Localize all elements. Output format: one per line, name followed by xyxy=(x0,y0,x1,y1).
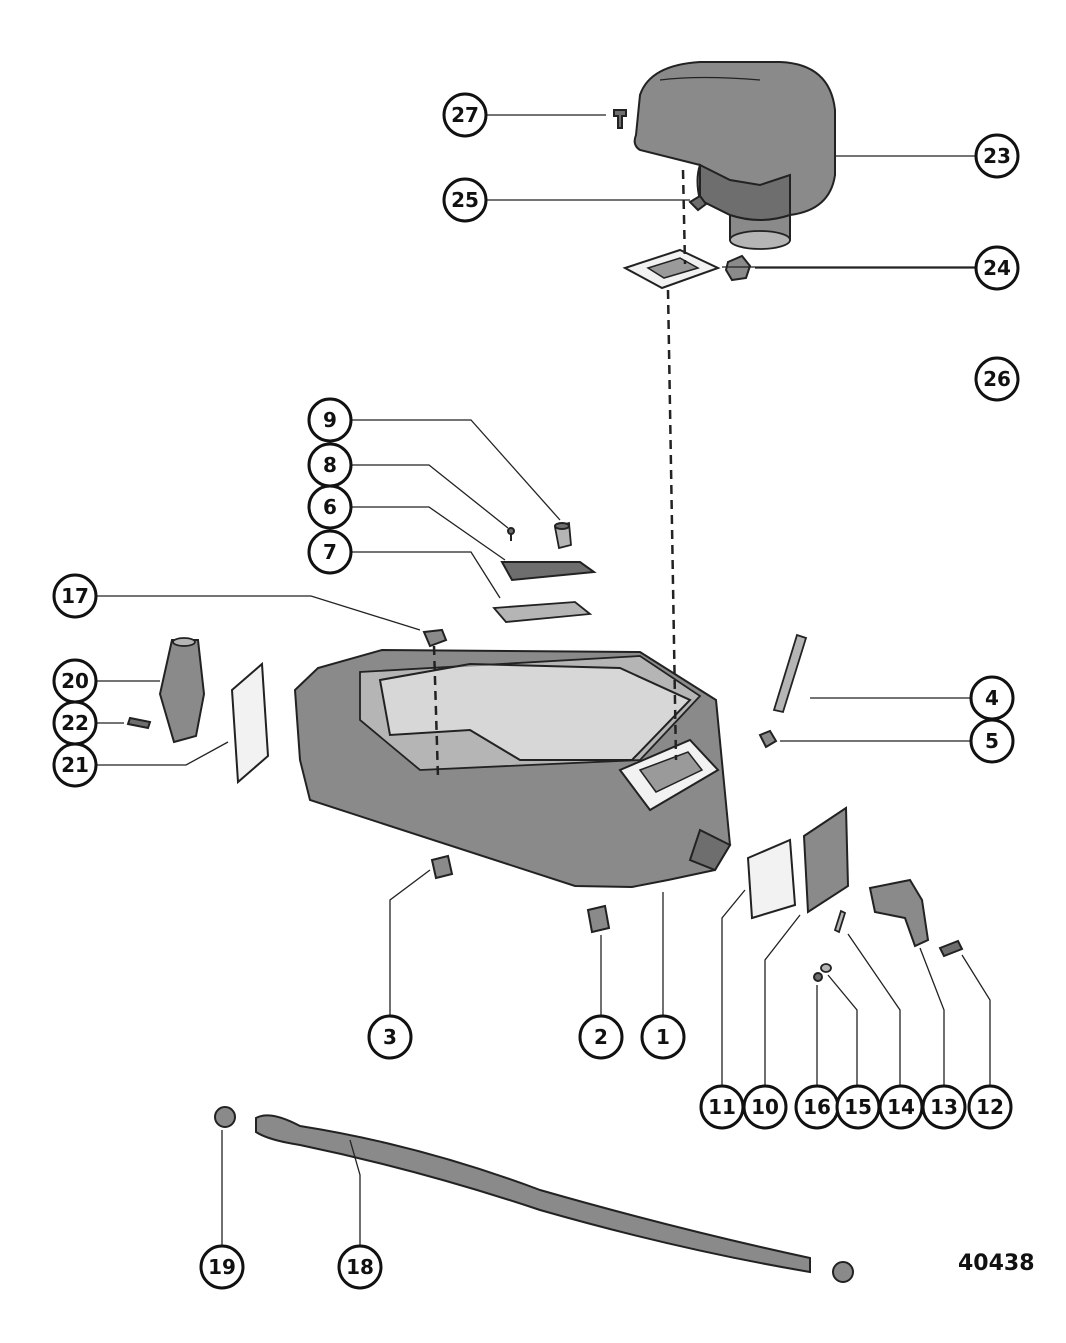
svg-text:24: 24 xyxy=(983,256,1011,280)
hose-clamp-18-end-part xyxy=(832,1261,854,1283)
plug-24-part xyxy=(724,254,752,282)
svg-text:8: 8 xyxy=(323,453,337,477)
svg-text:13: 13 xyxy=(930,1095,958,1119)
figure-number: 40438 xyxy=(958,1251,1035,1276)
callout-11: 11 xyxy=(699,1084,745,1130)
callout-25: 25 xyxy=(442,177,488,223)
callout-1: 1 xyxy=(640,1014,686,1060)
svg-text:3: 3 xyxy=(383,1025,397,1049)
callout-14: 14 xyxy=(878,1084,924,1130)
callout-5: 5 xyxy=(969,718,1015,764)
fitting-17-part xyxy=(422,628,448,648)
elbow-gasket-part xyxy=(622,248,721,290)
callout-22: 22 xyxy=(52,700,98,746)
svg-text:19: 19 xyxy=(208,1255,236,1279)
callout-24: 24 xyxy=(974,245,1020,291)
svg-text:23: 23 xyxy=(983,144,1011,168)
flanged-fitting-20-part xyxy=(158,637,206,744)
callout-3: 3 xyxy=(367,1014,413,1060)
assembly-line-elbow xyxy=(681,169,687,265)
svg-text:15: 15 xyxy=(844,1095,872,1119)
screw-8-part xyxy=(507,527,515,541)
exhaust-elbow-part xyxy=(633,61,836,250)
callout-8: 8 xyxy=(307,442,353,488)
leader-lines xyxy=(96,114,991,1245)
plug-3-part xyxy=(430,854,454,880)
cover-plate-6-part xyxy=(500,561,597,582)
callout-20: 20 xyxy=(52,658,98,704)
screw-27-part xyxy=(613,109,627,129)
svg-text:11: 11 xyxy=(708,1095,736,1119)
callout-16: 16 xyxy=(794,1084,840,1130)
svg-text:14: 14 xyxy=(887,1095,915,1119)
fitting-9-part xyxy=(553,521,572,550)
nut-5-part xyxy=(758,729,778,749)
nut-16-part xyxy=(813,972,823,982)
callout-17: 17 xyxy=(52,573,98,619)
callout-26: 26 xyxy=(974,356,1020,402)
gasket-21-part xyxy=(230,661,270,785)
callout-12: 12 xyxy=(967,1084,1013,1130)
svg-text:27: 27 xyxy=(451,103,479,127)
svg-text:20: 20 xyxy=(61,669,89,693)
callout-10: 10 xyxy=(742,1084,788,1130)
svg-text:12: 12 xyxy=(976,1095,1004,1119)
cover-gasket-7-part xyxy=(492,601,593,623)
svg-text:4: 4 xyxy=(985,686,999,710)
svg-text:25: 25 xyxy=(451,188,479,212)
bolt-12-part xyxy=(938,939,964,958)
assembly-line-fitting-17 xyxy=(432,645,440,779)
hose-clamp-19-part xyxy=(214,1106,236,1128)
svg-text:22: 22 xyxy=(61,711,89,735)
stud-4-part xyxy=(772,633,808,714)
svg-text:1: 1 xyxy=(656,1025,670,1049)
gasket-11-part xyxy=(746,838,797,920)
callout-4: 4 xyxy=(969,675,1015,721)
callout-13: 13 xyxy=(921,1084,967,1130)
svg-text:21: 21 xyxy=(61,753,89,777)
svg-text:5: 5 xyxy=(985,729,999,753)
svg-text:9: 9 xyxy=(323,408,337,432)
svg-text:16: 16 xyxy=(803,1095,831,1119)
callout-15: 15 xyxy=(835,1084,881,1130)
callout-9: 9 xyxy=(307,397,353,443)
exhaust-manifold-part xyxy=(293,648,732,889)
fitting-2-part xyxy=(586,904,611,934)
washer-15-part xyxy=(820,963,832,973)
svg-text:26: 26 xyxy=(983,367,1011,391)
fitting-25-part xyxy=(688,194,708,212)
svg-text:6: 6 xyxy=(323,495,337,519)
callout-27: 27 xyxy=(442,92,488,138)
svg-text:10: 10 xyxy=(751,1095,779,1119)
bolt-22-part xyxy=(126,716,152,730)
bracket-13-part xyxy=(868,878,930,948)
callout-18: 18 xyxy=(337,1244,383,1290)
hose-18-part xyxy=(255,1114,811,1274)
callout-2: 2 xyxy=(578,1014,624,1060)
pin-14-part xyxy=(833,909,847,934)
end-plate-10-part xyxy=(802,806,850,914)
callout-7: 7 xyxy=(307,529,353,575)
callout-19: 19 xyxy=(199,1244,245,1290)
callout-6: 6 xyxy=(307,484,353,530)
callout-23: 23 xyxy=(974,133,1020,179)
callout-21: 21 xyxy=(52,742,98,788)
svg-text:7: 7 xyxy=(323,540,337,564)
assembly-line-manifold xyxy=(666,289,678,761)
svg-text:2: 2 xyxy=(594,1025,608,1049)
svg-text:18: 18 xyxy=(346,1255,374,1279)
svg-text:17: 17 xyxy=(61,584,89,608)
